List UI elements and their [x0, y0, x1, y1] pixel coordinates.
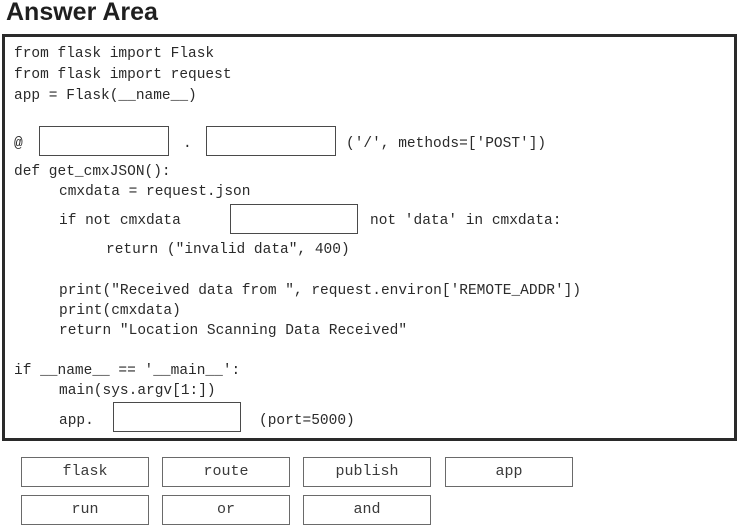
code-line-if-main: if __name__ == '__main__':	[14, 363, 241, 379]
option-and[interactable]: and	[303, 495, 431, 525]
decorator-dot: .	[183, 136, 192, 152]
decorator-at-symbol: @	[14, 136, 23, 152]
drop-slot-decorator-method[interactable]	[206, 126, 336, 156]
code-line-print-received: print("Received data from ", request.env…	[59, 283, 582, 299]
decorator-route-args: ('/', methods=['POST'])	[346, 136, 547, 152]
code-answer-area: from flask import Flask from flask impor…	[2, 34, 737, 441]
code-line-def: def get_cmxJSON():	[14, 164, 171, 180]
option-app[interactable]: app	[445, 457, 573, 487]
code-line-import-request: from flask import request	[14, 67, 232, 83]
code-line-app-assign: app = Flask(__name__)	[14, 88, 197, 104]
option-flask[interactable]: flask	[21, 457, 149, 487]
drop-slot-logical-operator[interactable]	[230, 204, 358, 234]
drop-slot-decorator-object[interactable]	[39, 126, 169, 156]
drop-slot-app-method[interactable]	[113, 402, 241, 432]
option-publish[interactable]: publish	[303, 457, 431, 487]
code-line-import-flask: from flask import Flask	[14, 46, 215, 62]
option-or[interactable]: or	[162, 495, 290, 525]
option-route[interactable]: route	[162, 457, 290, 487]
code-app-head: app.	[59, 413, 94, 429]
page-title: Answer Area	[6, 0, 158, 26]
code-line-print-cmxdata: print(cmxdata)	[59, 303, 181, 319]
option-run[interactable]: run	[21, 495, 149, 525]
code-line-cmxdata: cmxdata = request.json	[59, 184, 251, 200]
code-if-not-head: if not cmxdata	[59, 213, 181, 229]
code-line-main-call: main(sys.argv[1:])	[59, 383, 216, 399]
code-line-return-invalid: return ("invalid data", 400)	[106, 242, 350, 258]
code-if-not-tail: not 'data' in cmxdata:	[370, 213, 562, 229]
code-line-return-received: return "Location Scanning Data Received"	[59, 323, 408, 339]
code-app-tail: (port=5000)	[259, 413, 355, 429]
